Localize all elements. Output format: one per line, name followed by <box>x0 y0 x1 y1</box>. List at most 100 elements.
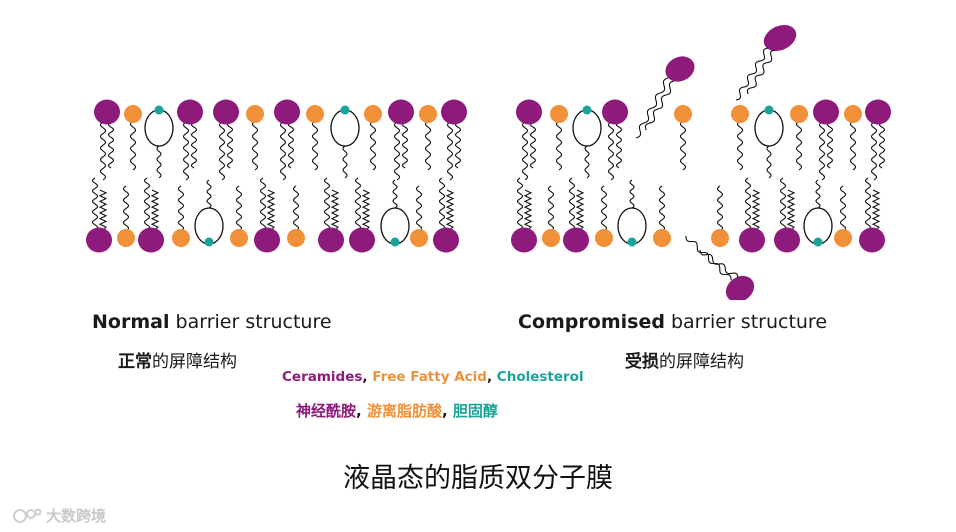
lipid-tail <box>287 121 295 169</box>
legend-ceramides: Ceramides <box>282 369 363 385</box>
legend-fatty-acid-cn: 游离脂肪酸 <box>366 402 442 420</box>
ceramide-head <box>516 99 542 125</box>
fatty-acid-head <box>790 105 808 123</box>
cholesterol-head <box>627 237 637 247</box>
cholesterol-ring <box>330 109 360 147</box>
ceramide-head <box>725 275 755 300</box>
lipid-tail <box>679 120 687 171</box>
normal-caption-bold: Normal <box>92 311 170 333</box>
watermark-text: 大数跨境 <box>46 507 107 525</box>
lipid-tail <box>454 121 462 169</box>
lipid-tail <box>779 177 787 231</box>
lipid-tail <box>575 189 585 231</box>
lipid-tail <box>629 179 635 209</box>
lipid-tail <box>251 120 259 171</box>
lipid-tail <box>445 189 455 231</box>
ceramide-head <box>511 227 537 253</box>
ceramide-head <box>388 99 414 125</box>
legend-ceramides-cn: 神经酰胺 <box>296 402 357 420</box>
lipid-tail <box>91 177 99 231</box>
cholesterol-head <box>582 105 592 115</box>
ceramide-head <box>563 227 589 253</box>
lipid-tail <box>878 121 886 169</box>
ceramide-head <box>177 99 203 125</box>
lipid-tail <box>182 121 190 181</box>
ceramide-head <box>94 99 120 125</box>
lipid-bilayer-diagram <box>86 24 891 300</box>
fatty-acid-head <box>117 229 135 247</box>
fatty-acid-head <box>172 229 190 247</box>
normal-bilayer <box>86 99 467 253</box>
lipid-tail <box>600 185 608 232</box>
legend-cholesterol: Cholesterol <box>496 369 584 385</box>
lipid-tail <box>259 177 267 231</box>
lipid-tail <box>401 121 409 169</box>
lipid-tail <box>685 236 732 280</box>
lipid-tail <box>555 120 563 171</box>
lipid-tail <box>218 121 226 181</box>
normal-caption: Normal barrier structure <box>92 311 332 333</box>
watermark: 大数跨境 <box>12 505 106 526</box>
lipid-tail <box>279 121 287 181</box>
lipid-tail <box>354 177 362 231</box>
lipid-tail <box>699 249 739 279</box>
ceramide-head <box>441 99 467 125</box>
ceramide-head <box>349 227 375 253</box>
ceramide-head <box>86 227 112 253</box>
fatty-acid-head <box>834 229 852 247</box>
lipid-tail <box>342 145 348 179</box>
compromised-caption-cn: 受损的屏障结构 <box>625 347 744 372</box>
watermark-logo-icon <box>13 508 42 523</box>
ceramide-head <box>602 99 628 125</box>
legend-en: Ceramides, Free Fatty Acid, Cholesterol <box>282 369 584 385</box>
lipid-tail <box>369 120 377 171</box>
fatty-acid-head <box>542 229 560 247</box>
lipid-tail <box>818 121 826 181</box>
lipid-tail <box>438 177 446 231</box>
lipid-tail <box>311 120 319 171</box>
ceramide-head <box>254 227 280 253</box>
ceramide-head <box>138 227 164 253</box>
ceramide-head <box>274 99 300 125</box>
cholesterol-head <box>154 105 164 115</box>
lipid-tail <box>330 189 340 231</box>
lipid-tail <box>129 120 137 171</box>
lipid-tail <box>795 120 803 171</box>
lipid-tail <box>871 189 881 231</box>
lipid-tail <box>815 179 821 209</box>
lipid-tail <box>744 177 752 231</box>
lipid-tail <box>786 189 796 231</box>
cholesterol-ring <box>144 109 174 147</box>
compromised-bilayer <box>511 24 891 300</box>
lipid-tail <box>584 145 590 179</box>
lipid-tail <box>150 189 160 231</box>
normal-caption-cn-bold: 正常 <box>118 352 152 372</box>
ceramide-head <box>774 227 800 253</box>
fatty-acid-head <box>410 229 428 247</box>
cholesterol-ring <box>572 109 602 147</box>
lipid-tail <box>607 121 615 181</box>
lipid-tail <box>107 121 115 169</box>
lipid-tail <box>190 121 198 169</box>
lipid-tail <box>635 77 669 139</box>
fatty-acid-head <box>287 229 305 247</box>
cholesterol-head <box>340 105 350 115</box>
lipid-tail <box>424 120 432 171</box>
lipid-tail <box>226 121 234 169</box>
cholesterol-head <box>813 237 823 247</box>
lipid-tail <box>446 121 454 181</box>
lipid-tail <box>864 177 872 231</box>
fatty-acid-head <box>419 105 437 123</box>
compromised-caption-rest: barrier structure <box>664 311 828 333</box>
lipid-tail <box>415 185 423 232</box>
normal-caption-cn-rest: 的屏障结构 <box>152 352 237 372</box>
fatty-acid-head <box>364 105 382 123</box>
lipid-tail <box>736 120 744 171</box>
lipid-tail <box>826 121 834 169</box>
fatty-acid-head <box>246 105 264 123</box>
ceramide-head <box>865 99 891 125</box>
lipid-tail <box>177 185 185 232</box>
lipid-tail <box>521 121 529 181</box>
cholesterol-head <box>764 105 774 115</box>
compromised-caption-cn-bold: 受损 <box>625 352 659 372</box>
